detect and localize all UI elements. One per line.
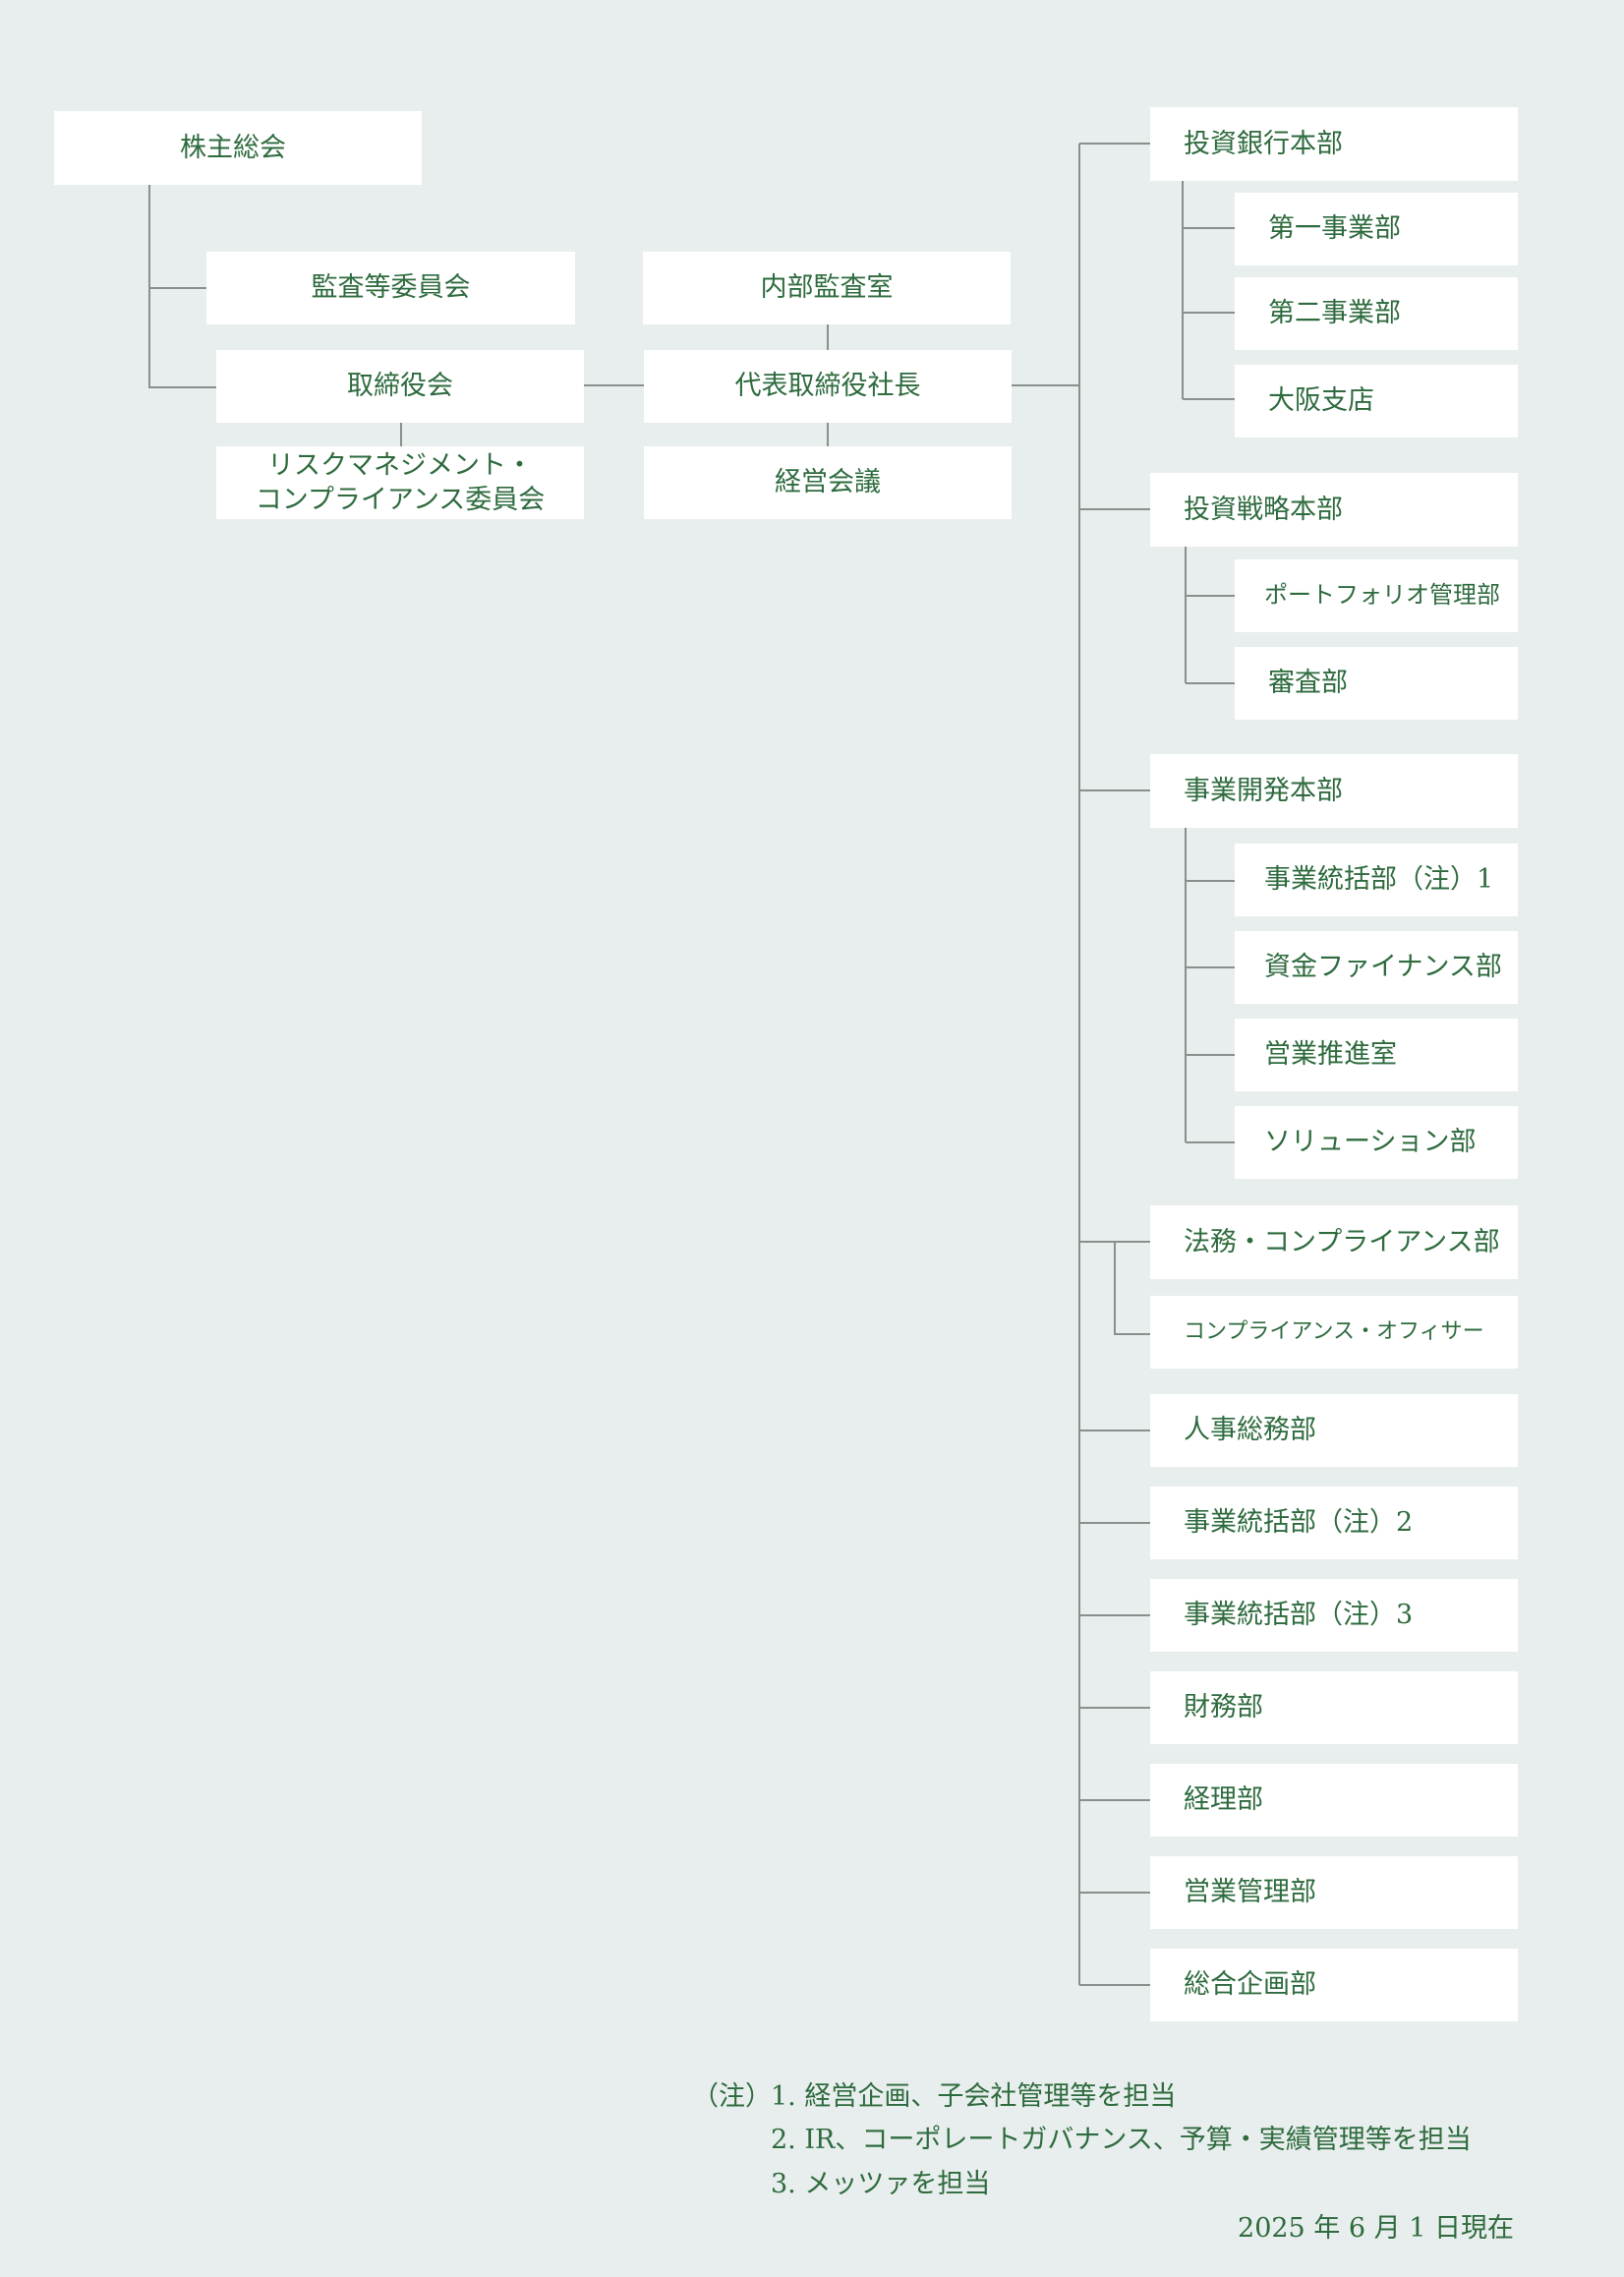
hr-general-affairs-box: 人事総務部 [1150, 1394, 1518, 1467]
board-of-directors-box: 取締役会 [216, 350, 584, 423]
note-2: 2. IR、コーポレートガバナンス、予算・実績管理等を担当 [771, 2125, 1472, 2155]
solution-dept-box: ソリューション部 [1235, 1106, 1518, 1179]
corporate-planning-box: 総合企画部 [1150, 1949, 1518, 2021]
finance-financing-box: 資金ファイナンス部 [1235, 931, 1518, 1004]
risk-compliance-committee-box: リスクマネジメント・ コンプライアンス委員会 [216, 446, 584, 519]
note-1: 1. 経営企画、子会社管理等を担当 [771, 2081, 1177, 2112]
audit-committee-box: 監査等委員会 [206, 252, 575, 324]
ib-second-dept-box: 第二事業部 [1235, 277, 1518, 350]
legal-compliance-box: 法務・コンプライアンス部 [1150, 1205, 1518, 1279]
ib-first-dept-box: 第一事業部 [1235, 193, 1518, 265]
investment-strategy-hq-box: 投資戦略本部 [1150, 473, 1518, 547]
as-of-date: 2025 年 6 月 1 日現在 [1238, 2213, 1514, 2244]
president-box: 代表取締役社長 [644, 350, 1012, 423]
business-integration-1-box: 事業統括部（注）1 [1235, 844, 1518, 916]
notes-label: （注） [692, 2081, 772, 2112]
risk-committee-line1: リスクマネジメント・ [267, 449, 533, 481]
accounting-dept-box: 経理部 [1150, 1764, 1518, 1837]
risk-committee-line2: コンプライアンス委員会 [255, 485, 546, 515]
note-3: 3. メッツァを担当 [771, 2169, 991, 2199]
sales-management-box: 営業管理部 [1150, 1856, 1518, 1929]
connector [148, 185, 216, 388]
osaka-branch-box: 大阪支店 [1235, 365, 1518, 438]
review-dept-box: 審査部 [1235, 647, 1518, 720]
business-integration-3-box: 事業統括部（注）3 [1150, 1579, 1518, 1652]
portfolio-management-box: ポートフォリオ管理部 [1235, 559, 1518, 632]
shareholders-meeting-box: 株主総会 [54, 111, 422, 185]
management-meeting-box: 経営会議 [644, 446, 1012, 519]
connector [1114, 1242, 1150, 1335]
finance-dept-box: 財務部 [1150, 1671, 1518, 1744]
investment-banking-hq-box: 投資銀行本部 [1150, 107, 1518, 181]
compliance-officer-box: コンプライアンス・オフィサー [1150, 1296, 1518, 1369]
business-development-hq-box: 事業開発本部 [1150, 754, 1518, 828]
business-integration-2-box: 事業統括部（注）2 [1150, 1487, 1518, 1559]
sales-promotion-box: 営業推進室 [1235, 1019, 1518, 1091]
internal-audit-box: 内部監査室 [643, 252, 1011, 324]
